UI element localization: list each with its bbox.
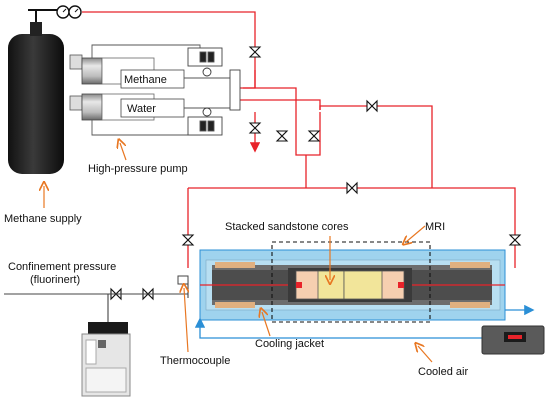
water-label: Water <box>127 103 156 115</box>
valve-icon <box>346 181 358 195</box>
gas-supply-line <box>82 11 516 268</box>
methane-label: Methane <box>124 74 167 86</box>
supply-label: Methane supply <box>4 213 82 225</box>
confinement-line <box>4 280 189 322</box>
confinement-label-line1: Confinement pressure <box>8 261 116 273</box>
cooled-air-line <box>194 304 535 339</box>
valve-icon <box>248 46 262 58</box>
mri-region <box>271 241 431 323</box>
valve-icon <box>181 234 195 246</box>
pump-gauge-icon <box>202 67 212 77</box>
valve-icon <box>508 234 522 246</box>
cooled-air-label: Cooled air <box>418 366 468 378</box>
valve-icon <box>366 99 378 113</box>
pump-callout-arrow <box>120 143 127 161</box>
high-pressure-pump-methane: Methane <box>69 54 185 89</box>
valve-icon <box>307 130 321 142</box>
cooling-jacket-callout-arrow <box>262 312 271 337</box>
valve-icon <box>275 130 289 142</box>
cores-label: Stacked sandstone cores <box>225 221 349 233</box>
confinement-label-line2: (fluorinert) <box>30 274 80 286</box>
chiller-unit <box>481 325 545 355</box>
thermocouple-callout-arrow <box>184 288 188 353</box>
pump-tubing <box>91 44 241 136</box>
mri-label: MRI <box>425 221 445 233</box>
cooling-jacket-label: Cooling jacket <box>255 338 324 350</box>
pump-label: High-pressure pump <box>88 163 188 175</box>
thermocouple-label: Thermocouple <box>160 355 230 367</box>
sandstone-core <box>343 270 383 300</box>
thermocouple-probe <box>177 275 189 285</box>
sandstone-core <box>317 270 345 300</box>
confinement-pump-unit <box>81 322 131 397</box>
methane-cylinder <box>8 5 82 174</box>
sandstone-core-zone <box>295 270 405 300</box>
mri-callout-arrow <box>406 225 426 242</box>
valve-icon <box>248 122 262 134</box>
pump-gauge-icon <box>202 107 212 117</box>
high-pressure-pump-water: Water <box>69 93 185 121</box>
cooled-air-callout-arrow <box>418 346 433 363</box>
